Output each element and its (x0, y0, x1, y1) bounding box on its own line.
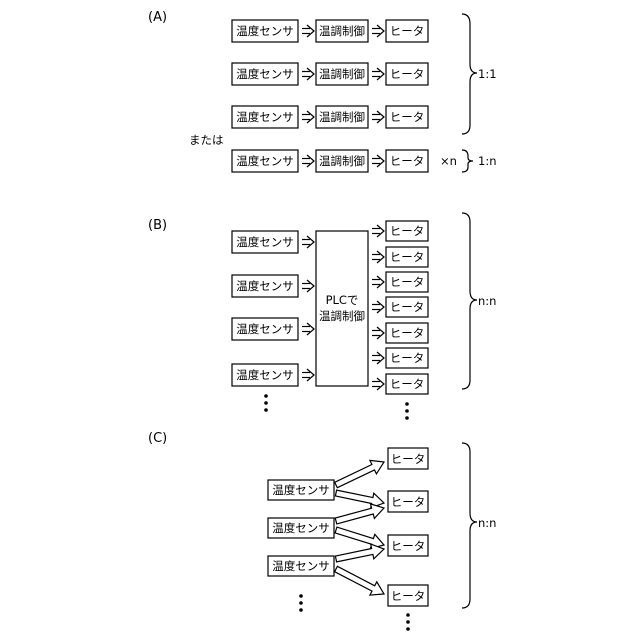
double-arrow-icon (302, 111, 314, 123)
double-arrow-icon (302, 68, 314, 80)
double-arrow-icon (302, 236, 314, 248)
section-c-brace (462, 443, 477, 608)
section-c-arrows (335, 460, 384, 595)
section-c-title: (C) (148, 431, 167, 446)
section-b-brace (462, 213, 477, 389)
double-arrow-icon (372, 276, 384, 288)
double-arrow-icon (372, 155, 384, 167)
block-arrow-icon (335, 527, 384, 549)
double-arrow-icon (302, 323, 314, 335)
heater-label: ヒータ (390, 351, 425, 365)
plc-label-line1: PLCで (326, 293, 359, 307)
heater-label: ヒータ (391, 452, 426, 466)
temp-sensor-label: 温度センサ (236, 279, 294, 293)
double-arrow-icon (302, 280, 314, 292)
double-arrow-icon (302, 25, 314, 37)
heater-label: ヒータ (390, 275, 425, 289)
heater-label: ヒータ (390, 110, 425, 124)
section-a-chain-3: 温度センサ 温調制御 ヒータ (232, 106, 428, 128)
section-a-chain-2: 温度センサ 温調制御 ヒータ (232, 63, 428, 85)
section-c-sensor-ellipsis (299, 594, 303, 612)
section-b-heaters: ヒータ ヒータ ヒータ ヒータ ヒータ ヒータ ヒータ (372, 221, 428, 394)
section-a-small-brace (462, 150, 473, 172)
or-label: または (189, 133, 224, 147)
temp-sensor-label: 温度センサ (236, 154, 294, 168)
heater-label: ヒータ (390, 250, 425, 264)
section-c-sensors: 温度センサ 温度センサ 温度センサ (268, 480, 334, 576)
temp-sensor-label: 温度センサ (236, 110, 294, 124)
block-arrow-icon (335, 504, 384, 524)
double-arrow-icon (372, 352, 384, 364)
heater-label: ヒータ (390, 24, 425, 38)
heater-label: ヒータ (390, 300, 425, 314)
plc-label-line2: 温調制御 (319, 309, 365, 323)
section-a-brace (462, 14, 477, 134)
heater-label: ヒータ (390, 67, 425, 81)
section-a-ratio-1-1: 1:1 (478, 67, 497, 81)
block-arrow-icon (335, 544, 384, 562)
section-c-heater-ellipsis (406, 613, 410, 631)
temp-sensor-label: 温度センサ (272, 559, 330, 573)
double-arrow-icon (302, 155, 314, 167)
temp-controller-label: 温調制御 (319, 67, 365, 81)
section-b-ratio: n:n (478, 294, 496, 308)
block-arrow-icon (335, 460, 384, 487)
temp-controller-label: 温調制御 (319, 154, 365, 168)
double-arrow-icon (372, 327, 384, 339)
double-arrow-icon (372, 68, 384, 80)
heater-label: ヒータ (391, 539, 426, 553)
double-arrow-icon (372, 378, 384, 390)
temp-sensor-label: 温度センサ (236, 67, 294, 81)
section-a-chain-4: 温度センサ 温調制御 ヒータ (232, 150, 428, 172)
section-a-ratio-1-n: 1:n (478, 154, 496, 168)
double-arrow-icon (302, 369, 314, 381)
temp-sensor-label: 温度センサ (236, 24, 294, 38)
section-c-heaters: ヒータ ヒータ ヒータ ヒータ (388, 448, 428, 606)
temp-controller-label: 温調制御 (319, 110, 365, 124)
temp-sensor-label: 温度センサ (272, 521, 330, 535)
heater-label: ヒータ (390, 326, 425, 340)
times-n-label: ×n (440, 154, 457, 168)
temp-sensor-label: 温度センサ (236, 235, 294, 249)
double-arrow-icon (372, 111, 384, 123)
temp-controller-label: 温調制御 (319, 24, 365, 38)
section-b-vertical-ellipsis (264, 394, 268, 412)
section-a-chain-1: 温度センサ 温調制御 ヒータ (232, 20, 428, 42)
section-c-ratio: n:n (478, 516, 496, 530)
heater-label: ヒータ (390, 154, 425, 168)
double-arrow-icon (372, 25, 384, 37)
heater-label: ヒータ (390, 224, 425, 238)
double-arrow-icon (372, 251, 384, 263)
heater-label: ヒータ (390, 377, 425, 391)
heater-label: ヒータ (391, 589, 426, 603)
temp-sensor-label: 温度センサ (272, 483, 330, 497)
heater-label: ヒータ (391, 495, 426, 509)
section-a-title: (A) (148, 10, 167, 25)
section-b-heater-ellipsis (405, 402, 409, 420)
double-arrow-icon (372, 225, 384, 237)
section-b-sensors: 温度センサ 温度センサ 温度センサ 温度センサ (232, 231, 314, 386)
section-b-title: (B) (148, 218, 167, 233)
block-arrow-icon (335, 566, 384, 595)
temp-sensor-label: 温度センサ (236, 368, 294, 382)
temp-sensor-label: 温度センサ (236, 322, 294, 336)
double-arrow-icon (372, 301, 384, 313)
